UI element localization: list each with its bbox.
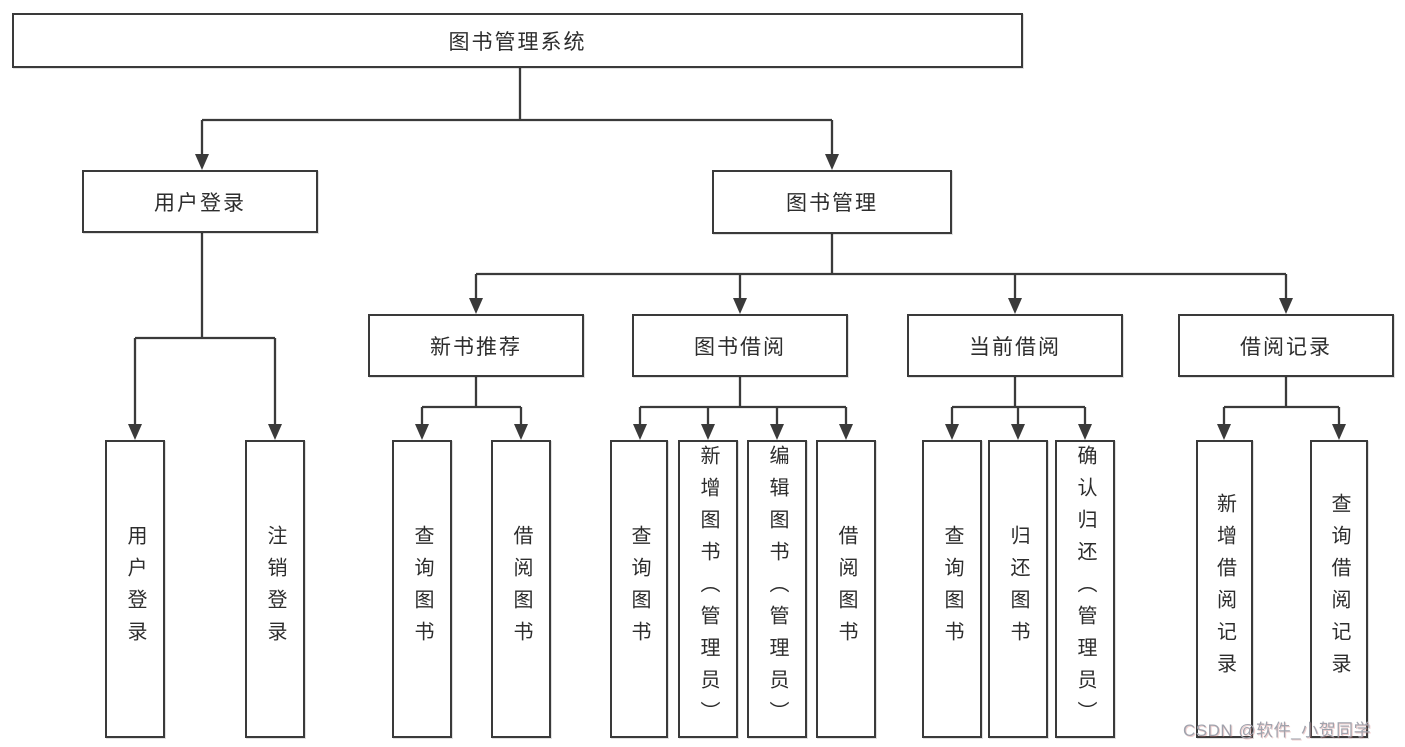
node-book-management-label: 图书管理 bbox=[786, 192, 878, 215]
csdn-watermark: CSDN @软件_小贺同学 bbox=[1183, 721, 1372, 740]
leaf-edit-book-admin-label: 编辑图书（管理员） bbox=[766, 445, 788, 733]
leaf-query-books-recommend: 查询图书 bbox=[392, 440, 452, 738]
node-borrow-records: 借阅记录 bbox=[1178, 314, 1394, 377]
leaf-logout: 注销登录 bbox=[245, 440, 305, 738]
leaf-add-borrow-record-label: 新增借阅记录 bbox=[1213, 493, 1236, 685]
leaf-query-borrow-record-label: 查询借阅记录 bbox=[1328, 493, 1350, 685]
leaf-confirm-return-admin: 确认归还（管理员） bbox=[1055, 440, 1115, 738]
leaf-return-book: 归还图书 bbox=[988, 440, 1048, 738]
node-user-login: 用户登录 bbox=[82, 170, 318, 233]
arrowheads bbox=[128, 154, 1346, 440]
leaf-query-books-borrow-label: 查询图书 bbox=[628, 525, 650, 653]
node-root: 图书管理系统 bbox=[12, 13, 1023, 68]
leaf-borrow-books-recommend: 借阅图书 bbox=[491, 440, 551, 738]
leaf-add-book-admin-label: 新增图书（管理员） bbox=[697, 445, 719, 733]
leaf-query-borrow-record: 查询借阅记录 bbox=[1310, 440, 1368, 738]
node-new-book-recommend-label: 新书推荐 bbox=[430, 335, 522, 359]
leaf-user-login: 用户登录 bbox=[105, 440, 165, 738]
node-book-borrow-label: 图书借阅 bbox=[694, 335, 786, 359]
leaf-query-books-current: 查询图书 bbox=[922, 440, 982, 738]
leaf-query-books-recommend-label: 查询图书 bbox=[411, 525, 433, 653]
leaf-query-books-borrow: 查询图书 bbox=[610, 440, 668, 738]
leaf-edit-book-admin: 编辑图书（管理员） bbox=[747, 440, 807, 738]
node-current-borrow-label: 当前借阅 bbox=[969, 335, 1061, 359]
leaf-borrow-books: 借阅图书 bbox=[816, 440, 876, 738]
leaf-return-book-label: 归还图书 bbox=[1007, 525, 1029, 653]
leaf-user-login-label: 用户登录 bbox=[124, 525, 146, 653]
node-current-borrow: 当前借阅 bbox=[907, 314, 1123, 377]
node-book-borrow: 图书借阅 bbox=[632, 314, 848, 377]
leaf-add-borrow-record: 新增借阅记录 bbox=[1196, 440, 1253, 738]
leaf-confirm-return-admin-label: 确认归还（管理员） bbox=[1074, 445, 1096, 733]
leaf-add-book-admin: 新增图书（管理员） bbox=[678, 440, 738, 738]
leaf-borrow-books-label: 借阅图书 bbox=[835, 525, 857, 653]
node-borrow-records-label: 借阅记录 bbox=[1240, 335, 1332, 359]
node-book-management: 图书管理 bbox=[712, 170, 952, 234]
node-new-book-recommend: 新书推荐 bbox=[368, 314, 584, 377]
leaf-query-books-current-label: 查询图书 bbox=[941, 525, 963, 653]
node-root-label: 图书管理系统 bbox=[448, 30, 587, 54]
leaf-borrow-books-recommend-label: 借阅图书 bbox=[510, 525, 532, 653]
node-user-login-label: 用户登录 bbox=[154, 191, 246, 215]
leaf-logout-label: 注销登录 bbox=[264, 525, 286, 653]
